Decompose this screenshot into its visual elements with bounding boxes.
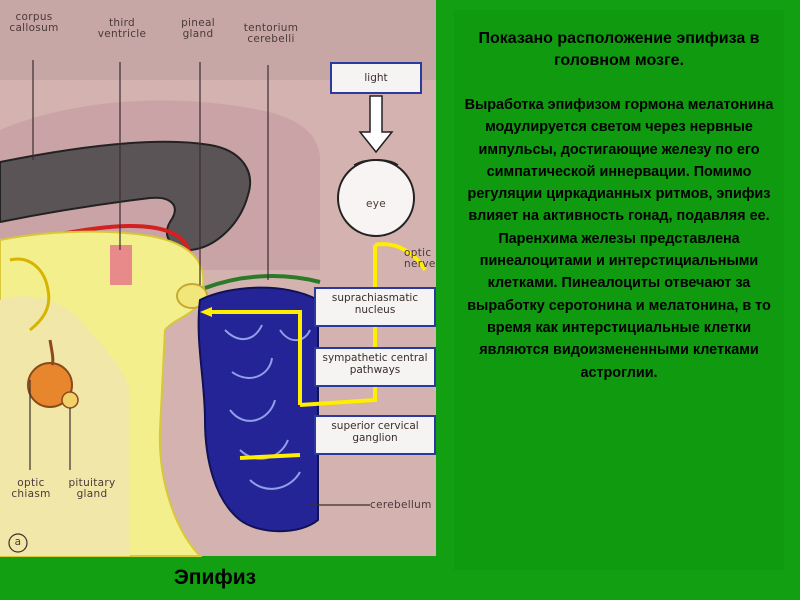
panel-body-text: Выработка эпифизом гормона мелатонина мо… [464,97,774,381]
diagram-caption: Эпифиз [173,566,257,589]
label-sympathetic-central-pathways: sympathetic central pathways [314,347,436,387]
label-optic-chiasm: optic chiasm [11,477,51,500]
label-pituitary-gland: pituitary gland [68,477,116,500]
label-optic-nerve: optic nerve [404,247,436,270]
label-corpus-callosum: corpus callosum [9,11,59,34]
label-suprachiasmatic-nucleus: suprachiasmatic nucleus [314,287,436,327]
label-pineal-gland: pineal gland [181,17,215,40]
label-third-ventricle: third ventricle [97,17,147,40]
label-tentorium-cerebelli: tentorium cerebelli [243,22,299,45]
panel-letter: a [14,536,22,548]
light-arrow [358,95,394,154]
description-panel: Показано расположение эпифиза в головном… [454,10,784,570]
label-light: light [330,62,422,94]
label-eye: eye [365,198,387,210]
pituitary-shape [27,362,73,408]
cerebellum-shape [197,286,319,533]
corpus-callosum-shape [0,140,251,252]
label-superior-cervical-ganglion: superior cervical ganglion [314,415,436,455]
label-cerebellum: cerebellum [370,499,432,511]
panel-title: Показано расположение эпифиза в головном… [478,30,760,69]
pineal-gland-diagram: corpus callosum third ventricle pineal g… [0,0,436,557]
